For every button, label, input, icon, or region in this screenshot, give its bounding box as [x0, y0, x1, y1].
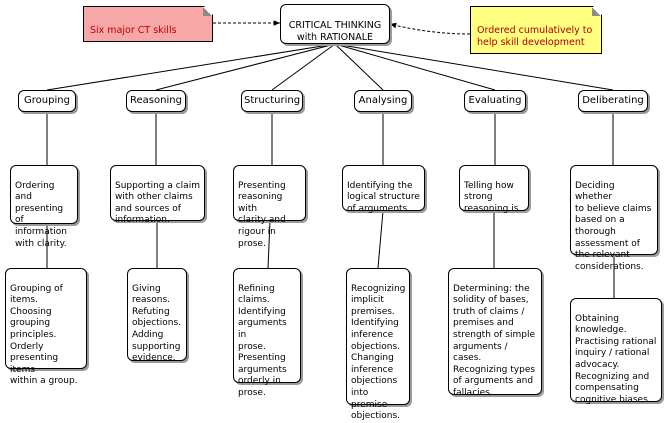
connector-root-to-skill-2	[155, 43, 336, 91]
description-node-evaluating: Telling how strong reasoning is.	[459, 165, 529, 214]
skill-name: Deliberating	[582, 95, 644, 106]
skill-node-deliberating: Deliberating	[578, 90, 648, 112]
connector-root-to-skill-1	[46, 43, 336, 91]
description-node-analysing: Identifying the logical structure of arg…	[342, 165, 425, 214]
root-label: CRITICAL THINKING with RATIONALE	[288, 20, 382, 43]
note-fold-corner	[203, 7, 212, 16]
skill-node-analysing: Analysing	[354, 90, 412, 112]
description-text: Telling how strong reasoning is.	[464, 180, 522, 214]
concept-map: Six major CT skills Ordered cumulatively…	[5, 4, 662, 421]
connector-root-to-skill-6	[334, 43, 614, 91]
subskills-node-analysing: Recognizing implicit premises. Identifyi…	[346, 268, 410, 421]
subskills-text: Giving reasons. Refuting objections. Add…	[132, 283, 181, 364]
subskills-node-reasoning: Giving reasons. Refuting objections. Add…	[127, 268, 187, 364]
connector-root-to-skill-5	[334, 43, 496, 91]
description-node-structuring: Presenting reasoning with clarity and ri…	[233, 165, 306, 249]
skill-node-structuring: Structuring	[241, 90, 303, 112]
subskills-text: Grouping of items. Choosing grouping pri…	[10, 283, 78, 387]
note-ordered-cumulatively: Ordered cumulatively to help skill devel…	[470, 6, 602, 54]
skill-node-evaluating: Evaluating	[464, 90, 526, 112]
connector-description-to-subskills-3	[267, 220, 271, 269]
subskills-text: Obtaining knowledge. Practising rational…	[575, 313, 657, 405]
note-fold-corner	[592, 7, 601, 16]
note-ordered-text: Ordered cumulatively to help skill devel…	[477, 25, 593, 48]
skill-name: Reasoning	[130, 95, 182, 106]
subskills-text: Determining: the solidity of bases, trut…	[453, 283, 536, 398]
subskills-node-deliberating: Obtaining knowledge. Practising rational…	[570, 298, 662, 405]
note-six-skills: Six major CT skills	[83, 6, 213, 42]
description-text: Identifying the logical structure of arg…	[347, 180, 420, 214]
root-critical-thinking: CRITICAL THINKING with RATIONALE	[280, 4, 390, 44]
connector-root-to-skill-4	[334, 43, 384, 91]
skill-name: Evaluating	[468, 95, 522, 106]
subskills-node-structuring: Refining claims. Identifying arguments i…	[233, 268, 301, 398]
description-text: Supporting a claim with other claims and…	[115, 180, 200, 226]
arrow-note-ordered-to-root	[389, 22, 471, 35]
description-text: Deciding whether to believe claims based…	[575, 180, 652, 272]
subskills-text: Refining claims. Identifying arguments i…	[238, 283, 287, 398]
description-text: Ordering and presenting of information w…	[15, 180, 67, 249]
skill-node-reasoning: Reasoning	[126, 90, 186, 112]
description-node-deliberating: Deciding whether to believe claims based…	[570, 165, 658, 272]
subskills-node-grouping: Grouping of items. Choosing grouping pri…	[5, 268, 87, 386]
note-six-skills-text: Six major CT skills	[90, 25, 177, 36]
subskills-node-evaluating: Determining: the solidity of bases, trut…	[448, 268, 542, 398]
skill-node-grouping: Grouping	[18, 90, 76, 112]
skill-name: Structuring	[244, 95, 301, 106]
connector-root-to-skill-3	[271, 43, 336, 91]
connector-description-to-subskills-4	[377, 210, 384, 269]
description-node-grouping: Ordering and presenting of information w…	[10, 165, 78, 249]
connector-layer	[46, 20, 615, 298]
description-text: Presenting reasoning with clarity and ri…	[238, 180, 286, 249]
subskills-text: Recognizing implicit premises. Identifyi…	[351, 283, 406, 422]
skill-name: Grouping	[24, 95, 70, 106]
skill-name: Analysing	[358, 95, 408, 106]
description-node-reasoning: Supporting a claim with other claims and…	[110, 165, 205, 225]
